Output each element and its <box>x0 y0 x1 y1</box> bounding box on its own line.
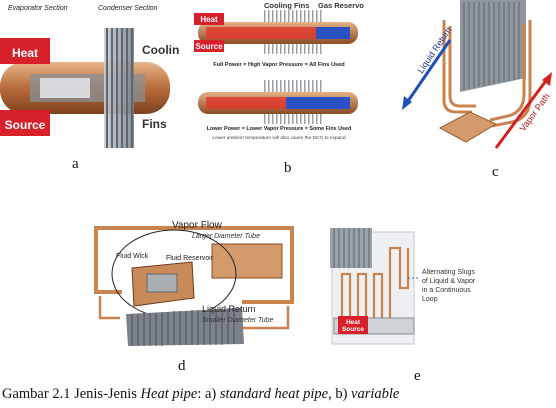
panel-a-standard-heat-pipe: Heat Source Evaporator Section Condenser… <box>0 0 180 150</box>
fins-label: Fins <box>142 117 167 131</box>
ambient-text: Lower ambient temperature will also caus… <box>212 135 346 141</box>
cooling-fins-label: Cooling Fins <box>264 1 309 10</box>
source-label: Source <box>195 42 223 51</box>
panel-b-variable-heat-pipe: Heat Source Cooling Fins Gas Reservoir F… <box>194 0 364 150</box>
panel-b-letter: b <box>284 160 292 177</box>
panel-a-drawing: Heat Source Evaporator Section Condenser… <box>0 0 180 150</box>
gas-reservoir-label: Gas Reservoir <box>318 1 364 10</box>
caption-part-a: : a) <box>197 386 216 402</box>
heat-label: Heat <box>200 15 218 24</box>
full-power-text: Full Power = High Vapor Pressure = All F… <box>213 62 345 68</box>
top-fin-block <box>330 228 372 268</box>
panel-a-letter: a <box>72 156 79 173</box>
caption-part-b: , b) <box>328 386 347 402</box>
slugs-line-1: Alternating Slugs <box>422 269 475 276</box>
slugs-line-3: in a Continuous <box>422 287 471 294</box>
panel-e-letter: e <box>414 368 421 385</box>
source-label: Source <box>342 326 364 333</box>
panel-e-drawing: Heat Source Alternating Slugs of Liquid … <box>330 228 530 358</box>
heat-label: Heat <box>12 46 38 60</box>
lower-power-pipe <box>198 80 358 124</box>
cooling-label: Cooling <box>142 43 180 57</box>
condenser-section-label: Condenser Section <box>98 5 158 12</box>
evaporator-section-label: Evaporator Section <box>8 5 68 12</box>
panel-d-drawing: Vapor Flow Larger Diameter Tube Fluid Wi… <box>92 218 298 346</box>
smaller-tube-label: Smaller Diameter Tube <box>202 317 274 324</box>
larger-tube-label: Larger Diameter Tube <box>192 233 260 240</box>
caption-italic-variable: variable <box>351 386 399 402</box>
panel-d-loop-heat-pipe: Vapor Flow Larger Diameter Tube Fluid Wi… <box>92 218 298 346</box>
liquid-return-label: Liquid Return <box>202 304 256 314</box>
fin-stack <box>460 0 526 92</box>
fluid-wick-label: Fluid Wick <box>116 253 149 260</box>
panel-c-loop-heat-pipe: Liquid Return Vapor Path <box>400 0 556 160</box>
panel-c-letter: c <box>492 164 499 181</box>
fluid-reservoir <box>147 274 177 292</box>
slugs-line-4: Loop <box>422 296 438 303</box>
panel-c-drawing: Liquid Return Vapor Path <box>400 0 556 160</box>
panel-b-drawing: Heat Source Cooling Fins Gas Reservoir F… <box>194 0 364 150</box>
panel-e-pulsating-heat-pipe: Heat Source Alternating Slugs of Liquid … <box>330 228 530 358</box>
heat-label: Heat <box>346 319 361 326</box>
evaporator-plate <box>440 112 496 142</box>
lower-power-text: Lower Power = Lower Vapor Pressure = Som… <box>207 126 352 132</box>
condenser-fins <box>104 28 134 148</box>
figure-caption: Gambar 2.1 Jenis-Jenis Heat pipe: a) sta… <box>2 386 556 403</box>
liquid-return-label: Liquid Return <box>415 25 453 75</box>
fluid-reservoir-label: Fluid Reservoir <box>166 255 214 262</box>
panel-d-letter: d <box>178 358 186 375</box>
vapor-flow-label: Vapor Flow <box>172 220 223 231</box>
caption-italic-standard: standard heat pipe <box>220 386 328 402</box>
slugs-line-2: of Liquid & Vapor <box>422 278 476 285</box>
source-label: Source <box>5 118 46 132</box>
condenser-block <box>212 244 282 278</box>
caption-prefix: Gambar 2.1 Jenis-Jenis <box>2 386 137 402</box>
caption-italic-heat-pipe: Heat pipe <box>141 386 198 402</box>
